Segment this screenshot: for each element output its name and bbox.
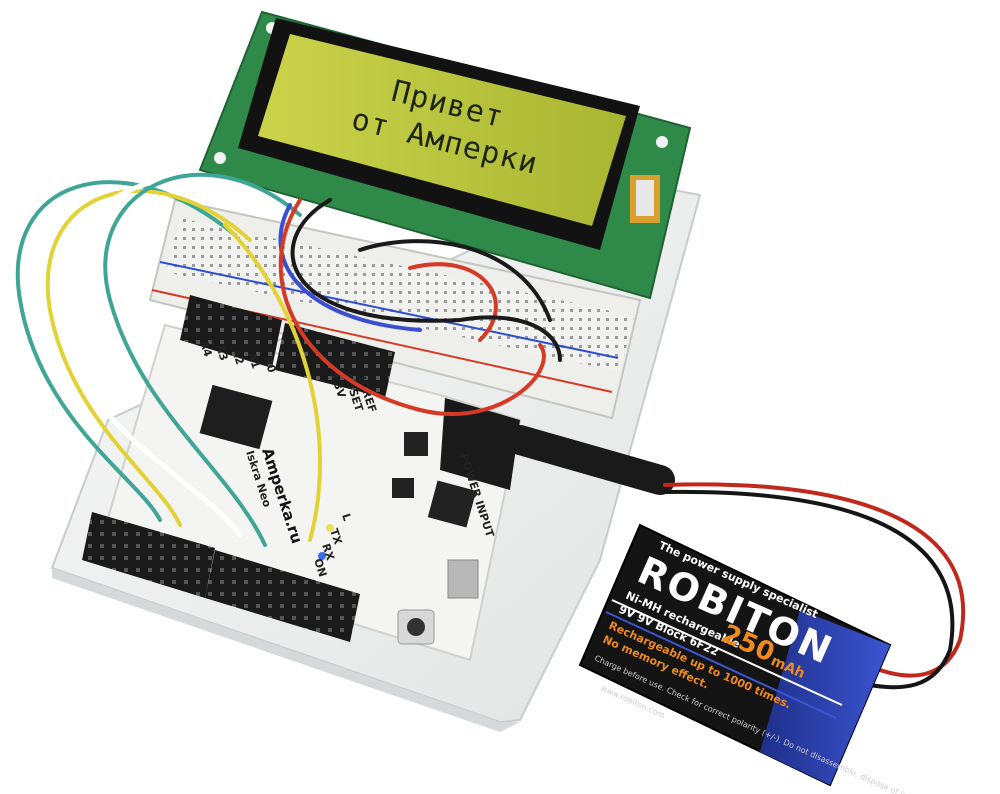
wire-teal-2	[103, 172, 302, 547]
jumper-wires	[16, 172, 562, 547]
lcd-screen	[258, 34, 626, 226]
led-label-on: ON	[311, 557, 329, 579]
battery-wire-red	[663, 482, 965, 678]
power-header	[275, 323, 395, 398]
led-label-l: L	[339, 512, 354, 523]
led-label-tx: TX	[327, 527, 344, 547]
small-chip	[392, 478, 414, 498]
analog-label-a3: A3	[213, 343, 230, 362]
barrel-plug	[505, 425, 675, 495]
wire-red-2	[408, 262, 498, 342]
analog-label-a1: A1	[245, 351, 262, 370]
led-label-rx: RX	[319, 542, 337, 563]
mosfet-chip	[404, 432, 428, 456]
battery-wire-black	[663, 489, 955, 690]
wire-yellow-1	[46, 189, 252, 527]
led-on	[318, 552, 326, 560]
analog-label-a2: A2	[229, 347, 246, 366]
wire-red-1	[278, 198, 546, 417]
wire-black-2	[358, 239, 552, 322]
led-l	[326, 524, 334, 532]
lcd-module: Привет от Амперки	[198, 10, 692, 300]
wire-yellow-2	[223, 223, 322, 542]
regulator-chip	[427, 480, 477, 528]
analog-label-a4: A4	[197, 339, 214, 359]
lcd-pot	[636, 180, 654, 216]
battery: The power supply specialist ROBITON Ni-M…	[578, 523, 981, 794]
analog-label-a0: A0	[261, 355, 278, 375]
usb-port	[447, 559, 479, 599]
mcu-chip	[199, 384, 273, 450]
wire-black-1	[290, 198, 562, 362]
digital-header-left	[82, 512, 215, 598]
digital-header-right	[205, 550, 360, 642]
power-jack	[440, 398, 520, 490]
wire-blue	[278, 203, 422, 332]
power-cable	[505, 425, 965, 690]
analog-header	[180, 295, 282, 368]
